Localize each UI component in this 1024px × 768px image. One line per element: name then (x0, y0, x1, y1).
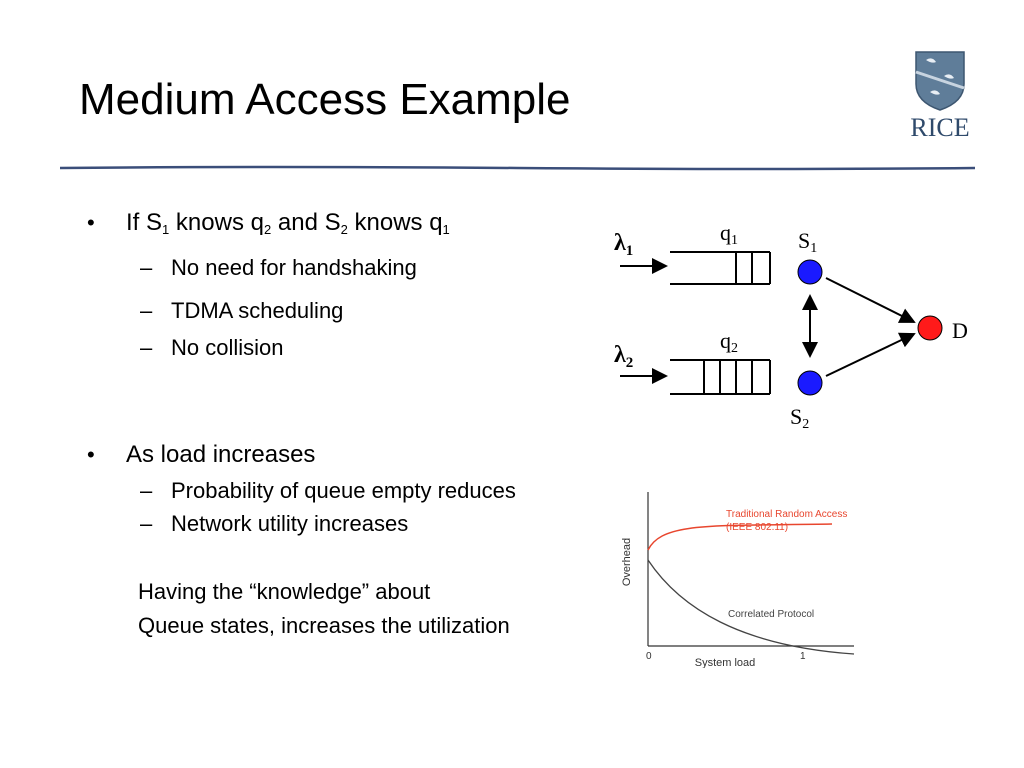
bullet-load: As load increases (126, 441, 316, 468)
note-line-2: Queue states, increases the utilization (138, 613, 510, 638)
bullet-knowledge: If S1 knows q2 and S2 knows q1 (126, 209, 450, 237)
rice-logo: RICE (900, 50, 980, 142)
logo-wordmark: RICE (910, 113, 969, 142)
s1-label: S1 (798, 228, 817, 256)
title-divider (59, 158, 976, 171)
page-title: Medium Access Example (79, 75, 571, 124)
queue-diagram: λ1 q1 S1 λ2 q2 S2 (600, 210, 1000, 450)
sub-bullet: Network utility increases (171, 511, 409, 536)
dash-marker: – (140, 255, 153, 280)
x-axis-label: System load (695, 657, 756, 668)
sub-bullet: TDMA scheduling (171, 298, 344, 323)
overhead-chart: Overhead System load 0 1 Traditional Ran… (610, 488, 872, 669)
q2-label: q2 (720, 328, 738, 356)
d-label: D (952, 318, 968, 343)
queue-2 (670, 359, 771, 395)
dash-marker: – (140, 478, 153, 503)
x-tick-1: 1 (800, 651, 806, 662)
node-s2 (797, 370, 823, 396)
sub-bullet: No collision (171, 335, 284, 360)
s2-label: S2 (790, 404, 809, 432)
s2-to-d-arrow (825, 332, 916, 377)
legend-traditional: Traditional Random Access (726, 509, 847, 520)
lambda-1-label: λ1 (614, 230, 633, 259)
s1-to-d-arrow (825, 277, 916, 323)
series-correlated-line (647, 559, 855, 655)
legend-correlated: Correlated Protocol (728, 609, 814, 620)
series-traditional-line (647, 523, 833, 551)
sub-bullet: Probability of queue empty reduces (171, 478, 516, 503)
dash-marker: – (140, 298, 153, 323)
bullet-marker: • (87, 442, 95, 467)
note-line-1: Having the “knowledge” about (138, 579, 431, 604)
y-axis-label: Overhead (621, 538, 633, 586)
dash-marker: – (140, 335, 153, 360)
legend-traditional-line2: (IEEE 802.11) (726, 522, 788, 533)
node-s1 (797, 259, 823, 285)
node-d (917, 315, 943, 341)
lambda-2-label: λ2 (614, 342, 633, 371)
x-tick-0: 0 (646, 651, 652, 662)
sub-bullet: No need for handshaking (171, 255, 417, 280)
queue-1 (670, 251, 771, 285)
dash-marker: – (140, 511, 153, 536)
q1-label: q1 (720, 220, 738, 248)
bullet-marker: • (87, 210, 95, 235)
